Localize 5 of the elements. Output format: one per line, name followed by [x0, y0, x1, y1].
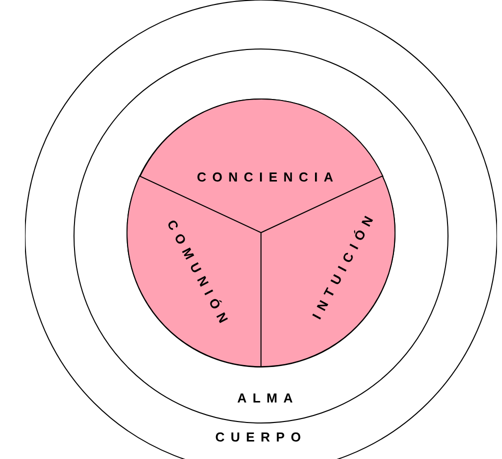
section-label: CONCIENCIA — [196, 170, 340, 184]
middle-circle — [74, 49, 448, 423]
section-label: ALMA — [237, 390, 299, 406]
section-label: CUERPO — [215, 430, 307, 444]
inner-circle — [127, 99, 395, 367]
